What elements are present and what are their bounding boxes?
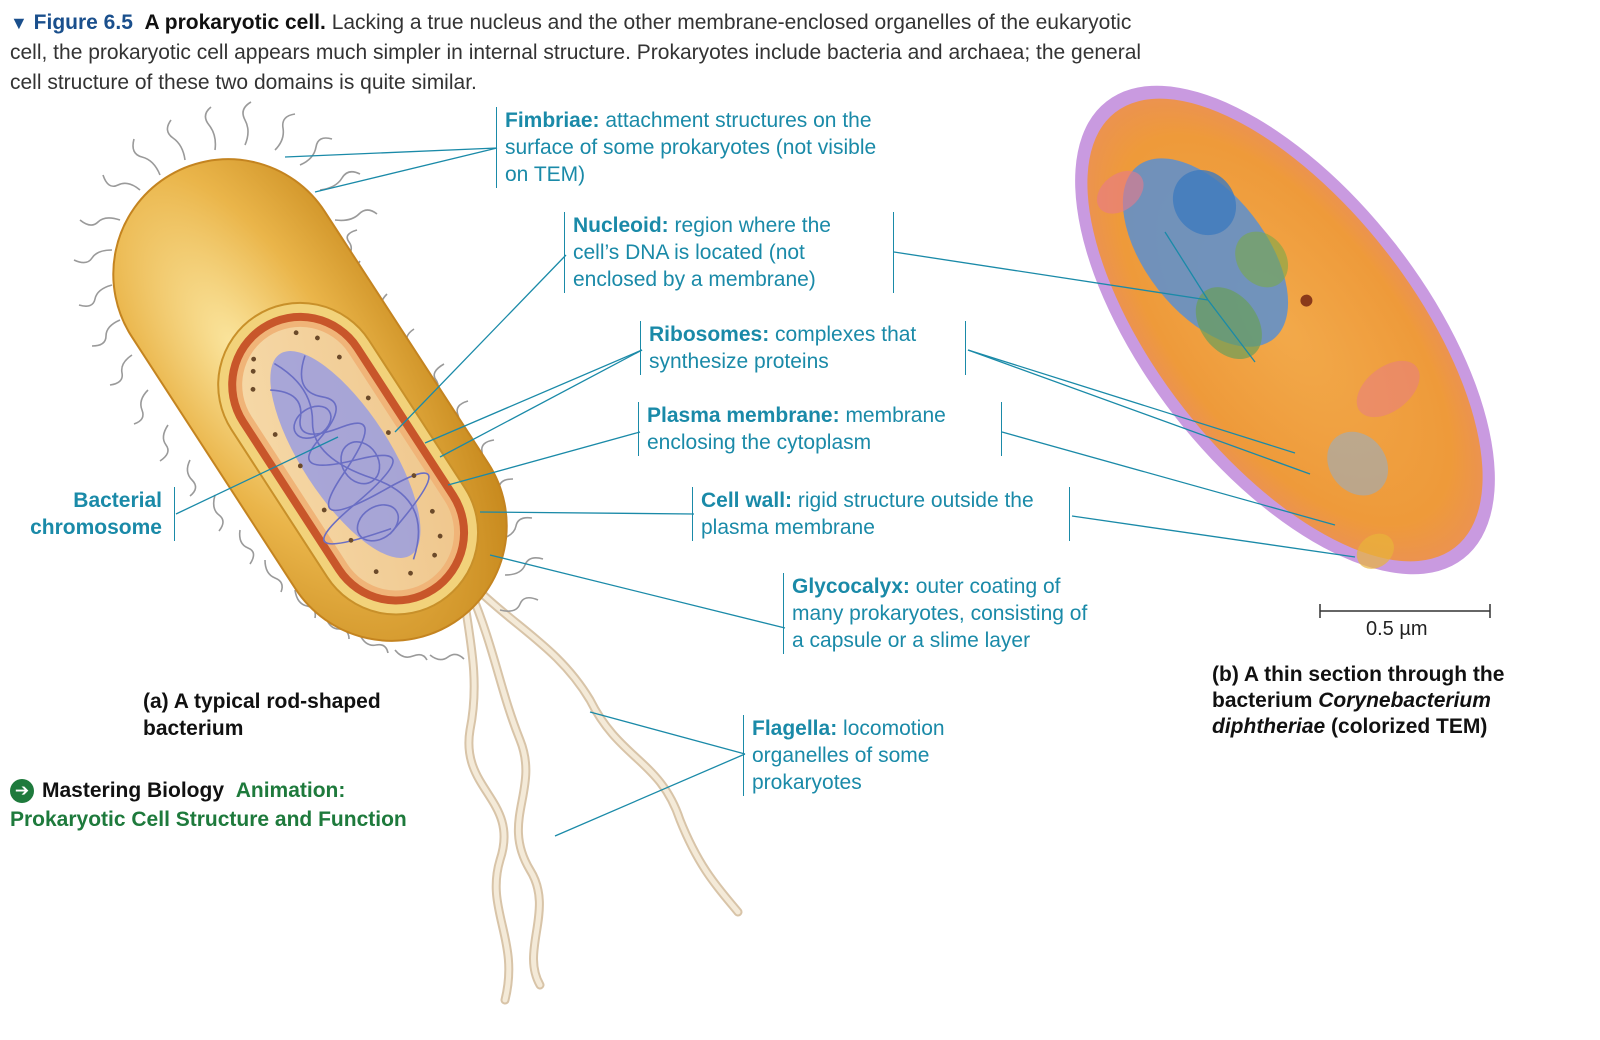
triangle-down-icon: ▼ (10, 13, 28, 33)
panel-a-letter: (a) (143, 690, 169, 713)
leader-lines (175, 147, 1356, 837)
figure-title: A prokaryotic cell. (144, 11, 326, 34)
label-nucleoid-term: Nucleoid: (573, 214, 669, 237)
label-nucleoid-desc: region where the cell’s DNA is located (… (573, 214, 831, 291)
label-flagella-desc: locomotion organelles of some prokaryote… (752, 717, 945, 794)
label-plasma-membrane-desc: membrane enclosing the cytoplasm (647, 404, 946, 454)
scale-bar (1319, 604, 1491, 618)
nucleoid (270, 351, 421, 558)
label-nucleoid: Nucleoid: region where the cell’s DNA is… (564, 212, 894, 293)
fimbriae-drawing (73, 101, 544, 661)
panel-b-letter: (b) (1212, 663, 1239, 686)
label-flagella-term: Flagella: (752, 717, 838, 740)
mastering-type: Animation: (235, 779, 346, 802)
tem-nucleoid (1122, 158, 1289, 347)
label-plasma-membrane: Plasma membrane: membrane enclosing the … (638, 402, 1002, 456)
label-plasma-membrane-term: Plasma membrane: (647, 404, 840, 427)
mastering-brand: Mastering Biology (42, 779, 225, 802)
label-glycocalyx-term: Glycocalyx: (792, 575, 910, 598)
tem-micrograph (1075, 85, 1495, 575)
panel-a-text: A typical rod-shaped bacterium (143, 690, 381, 740)
label-cell-wall: Cell wall: rigid structure outside the p… (692, 487, 1070, 541)
flagella-drawing (457, 580, 743, 1005)
label-flagella: Flagella: locomotion organelles of some … (743, 715, 997, 796)
bacterial-chromosome-strands (270, 355, 430, 560)
label-glycocalyx: Glycocalyx: outer coating of many prokar… (783, 573, 1092, 654)
scale-bar-label: 0.5 µm (1366, 618, 1428, 640)
caption-text: Lacking a true nucleus and the other mem… (10, 11, 1142, 94)
label-cell-wall-desc: rigid structure outside the plasma membr… (701, 489, 1034, 539)
panel-b-text: A thin section through the bacterium (1212, 663, 1505, 712)
label-ribosomes: Ribosomes: complexes that synthesize pro… (640, 321, 966, 375)
mastering-animation-title[interactable]: Prokaryotic Cell Structure and Function (10, 808, 407, 831)
label-ribosomes-term: Ribosomes: (649, 323, 770, 346)
panel-a-caption: (a) A typical rod-shaped bacterium (143, 688, 443, 742)
figure-number: Figure 6.5 (33, 11, 133, 34)
panel-b-text-after: (colorized TEM) (1331, 715, 1488, 738)
panel-b-caption: (b) A thin section through the bacterium… (1212, 662, 1557, 740)
label-glycocalyx-desc: outer coating of many prokaryotes, consi… (792, 575, 1088, 652)
label-fimbriae-desc: attachment structures on the surface of … (505, 109, 877, 186)
label-bacterial-chromosome: Bacterial chromosome (10, 487, 175, 541)
label-ribosomes-desc: complexes that synthesize proteins (649, 323, 917, 373)
panel-b-species: Corynebacterium diphtheriae (1212, 689, 1491, 738)
label-fimbriae: Fimbriae: attachment structures on the s… (496, 107, 905, 188)
ribosomes-dots (250, 330, 443, 576)
mastering-biology-link[interactable]: ➔ Mastering Biology Animation: Prokaryoti… (10, 776, 410, 834)
label-cell-wall-term: Cell wall: (701, 489, 793, 512)
label-fimbriae-term: Fimbriae: (505, 109, 600, 132)
figure-caption: ▼ Figure 6.5 A prokaryotic cell. Lacking… (10, 8, 1150, 98)
arrow-circle-icon: ➔ (10, 779, 34, 804)
bacterium-body (112, 158, 508, 642)
